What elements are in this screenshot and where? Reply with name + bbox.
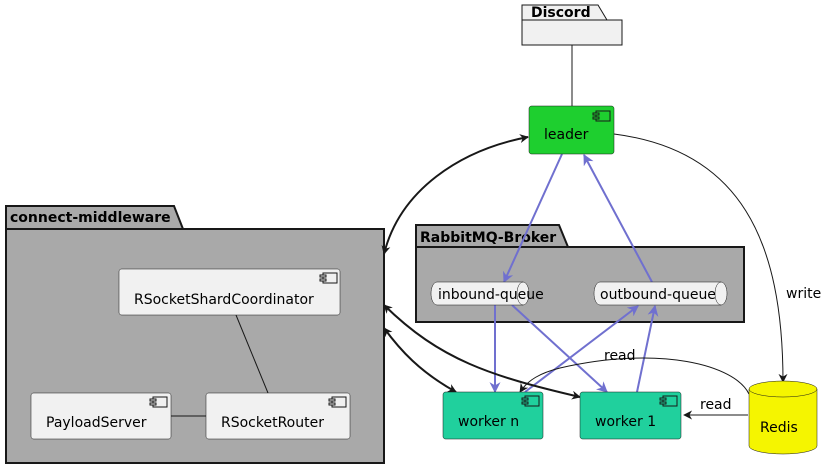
component-icon (319, 272, 338, 284)
write-label: write (786, 286, 821, 302)
broker-package: RabbitMQ-Broker (415, 224, 745, 323)
outbound-queue: outbound-queue (593, 281, 728, 306)
router-label: RSocketRouter (221, 415, 324, 431)
outbound-queue-label: outbound-queue (600, 287, 716, 303)
component-icon (521, 395, 540, 407)
router-component: RSocketRouter (205, 392, 351, 440)
outbound-to-leader-arrow (583, 154, 653, 283)
redis-database: Redis (748, 380, 818, 455)
read-worker-n-label: read (604, 348, 636, 364)
payload-server-label: PayloadServer (46, 415, 147, 431)
middleware-connections (381, 134, 581, 400)
middleware-worker-1-arrow (383, 304, 581, 400)
shard-coordinator-component: RSocketShardCoordinator (118, 268, 341, 316)
component-icon (328, 396, 347, 408)
leader-component: leader (528, 105, 615, 155)
component-icon (659, 395, 678, 407)
discord-package-label: Discord (531, 5, 591, 21)
component-icon (592, 110, 611, 122)
leader-label: leader (544, 127, 589, 143)
worker-n-component: worker n (442, 391, 544, 440)
middleware-leader-arrow (381, 134, 529, 255)
coordinator-router-link (235, 314, 269, 394)
component-icon (149, 396, 168, 408)
inbound-queue: inbound-queue (430, 281, 544, 306)
redis-label: Redis (760, 420, 798, 436)
payload-server-component: PayloadServer (30, 392, 172, 440)
worker-n-label: worker n (458, 414, 519, 430)
read-worker-1-label: read (700, 397, 732, 413)
broker-package-label: RabbitMQ-Broker (420, 230, 556, 246)
shard-coordinator-label: RSocketShardCoordinator (134, 292, 314, 308)
leader-to-inbound-arrow (503, 153, 563, 284)
worker-1-to-outbound-arrow (636, 304, 659, 393)
redis-worker-n-read-arrow (519, 357, 750, 395)
leader-redis-write-arrow (613, 133, 788, 383)
redis-connections: write read read (519, 133, 821, 420)
middleware-package-label: connect-middleware (10, 210, 171, 226)
discord-package: Discord (521, 4, 623, 46)
middleware-worker-n-arrow (383, 327, 457, 393)
inbound-queue-label: inbound-queue (438, 287, 544, 303)
worker-1-component: worker 1 (579, 391, 682, 440)
worker-1-label: worker 1 (595, 414, 656, 430)
